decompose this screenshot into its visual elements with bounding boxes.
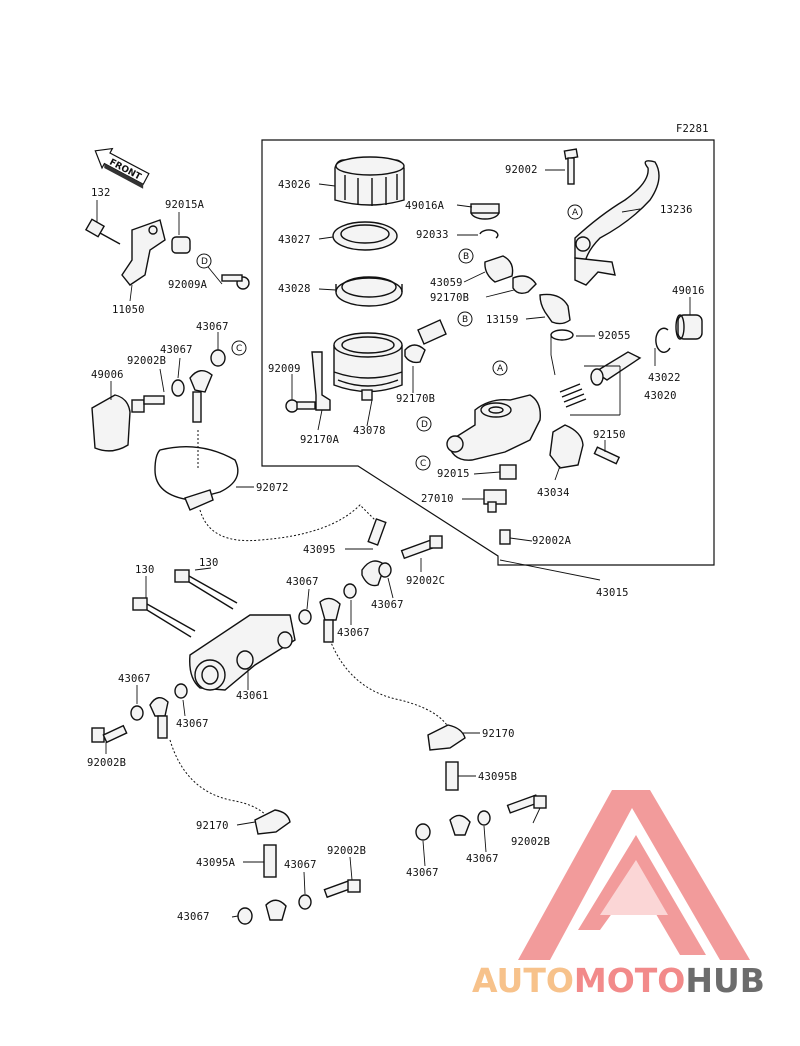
- part-label: 92150: [593, 429, 626, 441]
- callout-b-mid: B: [457, 311, 473, 327]
- part-label: 49016A: [405, 200, 445, 212]
- part-label: 43020: [644, 390, 677, 402]
- part-label: 13159: [486, 314, 519, 326]
- part-label: 92015A: [165, 199, 205, 211]
- callout-a-label: A: [497, 364, 504, 374]
- callout-c-label: C: [420, 459, 426, 469]
- part-label: 43034: [537, 487, 570, 499]
- part-label: 92033: [416, 229, 449, 241]
- part-label: 43067: [371, 599, 404, 611]
- part-label: 92055: [598, 330, 631, 342]
- part-label: 92170: [482, 728, 515, 740]
- part-label: 92002B: [127, 355, 166, 367]
- part-label: 11050: [112, 304, 145, 316]
- part-label: 92170A: [300, 434, 340, 446]
- part-label: 92002B: [87, 757, 126, 769]
- callout-d-body: D: [416, 416, 432, 432]
- part-label: 43067: [466, 853, 499, 865]
- part-label: 92009: [268, 363, 301, 375]
- part-label: 13236: [660, 204, 693, 216]
- front-arrow-icon: FRONT: [94, 147, 150, 189]
- part-label: 92072: [256, 482, 289, 494]
- part-label: 49006: [91, 369, 124, 381]
- part-label: 92002A: [532, 535, 572, 547]
- part-label: 92002C: [406, 575, 445, 587]
- callout-a-top: A: [567, 204, 583, 220]
- callout-c-body: C: [415, 455, 431, 471]
- part-label: 43067: [160, 344, 193, 356]
- part-label: 92009A: [168, 279, 208, 291]
- part-label: 92170B: [396, 393, 435, 405]
- callout-b-label: B: [462, 315, 468, 325]
- part-label: 43067: [176, 718, 209, 730]
- part-label: 43067: [284, 859, 317, 871]
- watermark-auto: AUTO: [472, 961, 574, 1000]
- part-label: 92002B: [327, 845, 366, 857]
- part-label: 43026: [278, 179, 311, 191]
- callout-d-label: D: [421, 420, 428, 430]
- callout-d-left: D: [196, 253, 212, 269]
- part-label: 49016: [672, 285, 705, 297]
- part-label: 43078: [353, 425, 386, 437]
- callout-a-body: A: [492, 360, 508, 376]
- watermark-text: AUTOMOTOHUB: [472, 961, 765, 1000]
- callout-c-left: C: [231, 340, 247, 356]
- watermark-moto: MOTO: [574, 961, 685, 1000]
- part-label: 43028: [278, 283, 311, 295]
- part-label: 92015: [437, 468, 470, 480]
- callout-b-label: B: [463, 252, 469, 262]
- part-label: 43061: [236, 690, 269, 702]
- part-label: 130: [135, 564, 155, 576]
- figure-code: F2281: [676, 123, 709, 135]
- part-label: 43015: [596, 587, 629, 599]
- part-label: 43067: [196, 321, 229, 333]
- part-label: 130: [199, 557, 219, 569]
- part-label: 43095B: [478, 771, 517, 783]
- leader-lines: [96, 169, 691, 918]
- part-label: 43067: [118, 673, 151, 685]
- part-label: 43027: [278, 234, 311, 246]
- part-label: 43095: [303, 544, 336, 556]
- watermark-hub: HUB: [685, 961, 765, 1000]
- part-label: 92002B: [511, 836, 550, 848]
- part-label: 43022: [648, 372, 681, 384]
- part-label: 43059: [430, 277, 463, 289]
- part-label: 43095A: [196, 857, 236, 869]
- callout-c-label: C: [236, 344, 242, 354]
- part-label: 43067: [177, 911, 210, 923]
- callout-d-label: D: [201, 257, 208, 267]
- assembly-outline: [261, 139, 715, 566]
- part-labels: 43026 49016A 43027 92033 43028 43059 921…: [87, 164, 705, 923]
- part-label: 27010: [421, 493, 454, 505]
- part-label: 92002: [505, 164, 538, 176]
- part-label: 92170: [196, 820, 229, 832]
- callout-b-top: B: [458, 248, 474, 264]
- part-label: 43067: [406, 867, 439, 879]
- parts-drawings: [84, 148, 703, 925]
- part-label: 132: [91, 187, 111, 199]
- callout-a-label: A: [572, 208, 579, 218]
- part-label: 43067: [337, 627, 370, 639]
- part-label: 43067: [286, 576, 319, 588]
- watermark-logo-icon: [518, 790, 750, 960]
- part-label: 92170B: [430, 292, 469, 304]
